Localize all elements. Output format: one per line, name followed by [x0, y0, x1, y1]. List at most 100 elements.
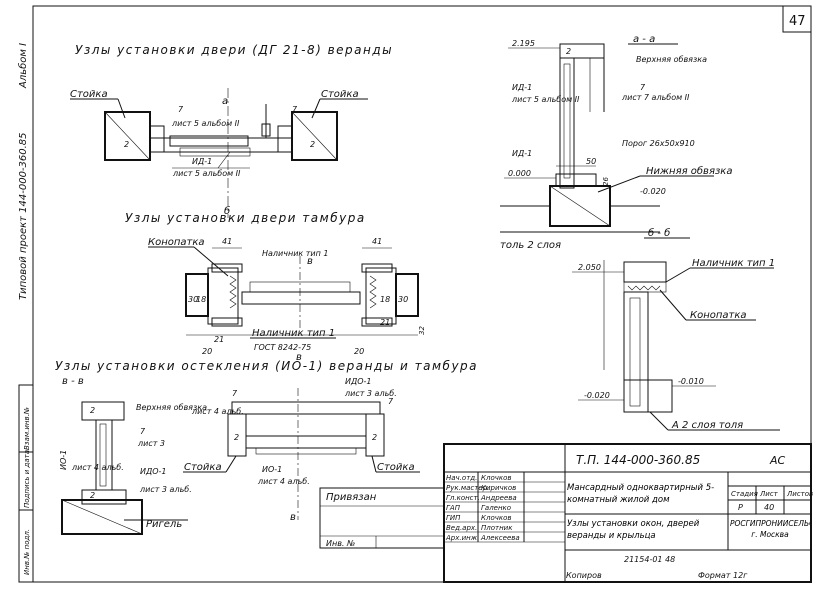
- svg-text:20: 20: [202, 347, 212, 356]
- id1-veranda-label: ИД-1: [192, 157, 212, 166]
- porog-label: Порог 26x50x910: [622, 139, 695, 148]
- col-sheets: Листов: [786, 490, 813, 498]
- role-4: ГАП: [446, 504, 461, 512]
- svg-text:41: 41: [222, 237, 232, 246]
- tol2-label: А 2 слоя толя: [671, 420, 743, 431]
- svg-text:21: 21: [214, 335, 224, 344]
- tol-label: толь 2 слоя: [500, 240, 561, 251]
- org-name: РОСГИПРОНИИСЕЛЬСТРОЙ г. Москва: [730, 519, 810, 539]
- verkh-obvyazka-vv: Верхняя обвязка: [136, 403, 207, 412]
- role-2: Рук.мастер.: [446, 484, 489, 492]
- svg-text:7: 7: [232, 389, 238, 398]
- dim-0010: -0.010: [678, 377, 704, 386]
- svg-text:21: 21: [380, 318, 390, 327]
- section-mark-v-glazing: в: [290, 512, 296, 523]
- list5-album2-label: лист 5 альбом II: [171, 119, 240, 128]
- sheet-title: Узлы установки окон, дверей веранды и кр…: [567, 519, 700, 541]
- sheet-value: 40: [764, 503, 774, 512]
- sheet-number: 47: [789, 14, 806, 29]
- title-glazing: Узлы установки остекления (ИО-1) веранды…: [55, 359, 478, 373]
- side-stamp-2: Подпись и дата: [23, 450, 31, 508]
- privyazan-block: [319, 487, 445, 549]
- dim-2195: 2.195: [512, 39, 535, 48]
- list3-vv: лист 3: [137, 439, 165, 448]
- side-stamp-1: Инв.№ подл.: [23, 529, 31, 575]
- section-mark-v-bottom: в: [296, 352, 302, 363]
- role-7: Арх.инж.: [445, 534, 479, 542]
- side-stamp: [18, 384, 34, 583]
- svg-text:32: 32: [418, 326, 426, 335]
- rigel-vv: Ригель: [146, 519, 182, 530]
- svg-text:20: 20: [354, 347, 364, 356]
- list4-alb-left: лист 4 альб.: [191, 407, 244, 416]
- role-5: ГИП: [446, 514, 461, 522]
- svg-text:18: 18: [196, 295, 206, 304]
- section-mark-a-top: а: [222, 96, 228, 107]
- name-6: Плотник: [481, 524, 513, 532]
- title-door-veranda: Узлы установки двери (ДГ 21-8) веранды: [75, 43, 393, 57]
- col-stage: Стадия: [731, 490, 758, 498]
- format-label: Формат 12г: [698, 571, 748, 580]
- id1-aa: ИД-1: [512, 83, 532, 92]
- svg-text:30: 30: [188, 295, 198, 304]
- stage-code: АС: [769, 454, 786, 467]
- svg-text:7: 7: [388, 397, 394, 406]
- svg-text:2: 2: [124, 140, 129, 149]
- glazing-plan-detail: 2 2 7 7: [227, 388, 394, 520]
- svg-text:30: 30: [398, 295, 408, 304]
- stoyka-right-label: Стойка: [321, 89, 359, 100]
- io1-vv: ИО-1: [59, 450, 68, 470]
- verkh-obvyazka-aa: Верхняя обвязка: [636, 55, 707, 64]
- dim-0000: 0.000: [508, 169, 531, 178]
- name-7: Алексеева: [480, 534, 520, 542]
- name-2: Киричков: [481, 484, 516, 492]
- svg-text:2: 2: [310, 140, 315, 149]
- svg-text:7: 7: [292, 105, 298, 114]
- inv-label: Инв. №: [326, 539, 355, 548]
- project-name: Мансардный одноквартирный 5-комнатный жи…: [567, 483, 715, 505]
- list4-alb2-plan: лист 4 альб.: [257, 477, 310, 486]
- section-aa-label: а - а: [633, 34, 655, 45]
- nizh-obvyazka-label: Нижняя обвязка: [646, 165, 732, 177]
- list3-alb-plan: лист 3 альб.: [344, 389, 397, 398]
- album-label: Альбом I: [17, 43, 29, 89]
- io1-plan: ИО-1: [262, 465, 282, 474]
- dim-7-vv: 7: [140, 427, 146, 436]
- stoyka-left-label: Стойка: [70, 89, 108, 100]
- stage-value: Р: [738, 503, 743, 512]
- glazing-section-vv: 2 2: [61, 401, 143, 535]
- svg-text:2: 2: [566, 47, 571, 56]
- name-1: Клочков: [481, 474, 512, 482]
- role-6: Вед.арх.: [446, 524, 477, 532]
- list4-alb-vv: лист 4 альб.: [71, 463, 124, 472]
- tp-code: Т.П. 144-000-360.85: [576, 453, 700, 467]
- svg-text:2: 2: [372, 433, 377, 442]
- copied-label: Копиров: [566, 571, 602, 580]
- col-sheet: Лист: [759, 490, 779, 498]
- dim-2050: 2.050: [578, 263, 601, 272]
- sheet-number-box: [782, 5, 812, 33]
- konopatka-bb-label: Конопатка: [690, 310, 747, 321]
- name-3: Андреева: [480, 494, 517, 502]
- side-stamp-3: Взам.инв.№: [23, 407, 31, 450]
- section-vv-label: в - в: [62, 376, 84, 387]
- section-mark-v-top: в: [307, 256, 313, 267]
- dim-0020-bb: -0.020: [584, 391, 610, 400]
- privyazan-label: Привязан: [326, 492, 377, 503]
- ido1-vv: ИДО-1: [140, 467, 167, 476]
- konopatka-vestibule-label: Конопатка: [148, 237, 205, 248]
- doc-number: 21154-01 48: [624, 555, 675, 564]
- stoyka-glazing-left: Стойка: [184, 462, 222, 473]
- svg-text:2: 2: [90, 406, 95, 415]
- dim-50: 50: [586, 157, 596, 166]
- dim-7-aa: 7: [640, 83, 646, 92]
- svg-text:41: 41: [372, 237, 382, 246]
- nalichnik-bb-label: Наличник тип 1: [692, 258, 775, 269]
- name-4: Галенко: [481, 504, 511, 512]
- name-5: Клочков: [481, 514, 512, 522]
- list5-album2-aa: лист 5 альбом II: [511, 95, 580, 104]
- svg-text:18: 18: [380, 295, 390, 304]
- svg-text:2: 2: [90, 491, 95, 500]
- role-3: Гл.конст.: [446, 494, 480, 502]
